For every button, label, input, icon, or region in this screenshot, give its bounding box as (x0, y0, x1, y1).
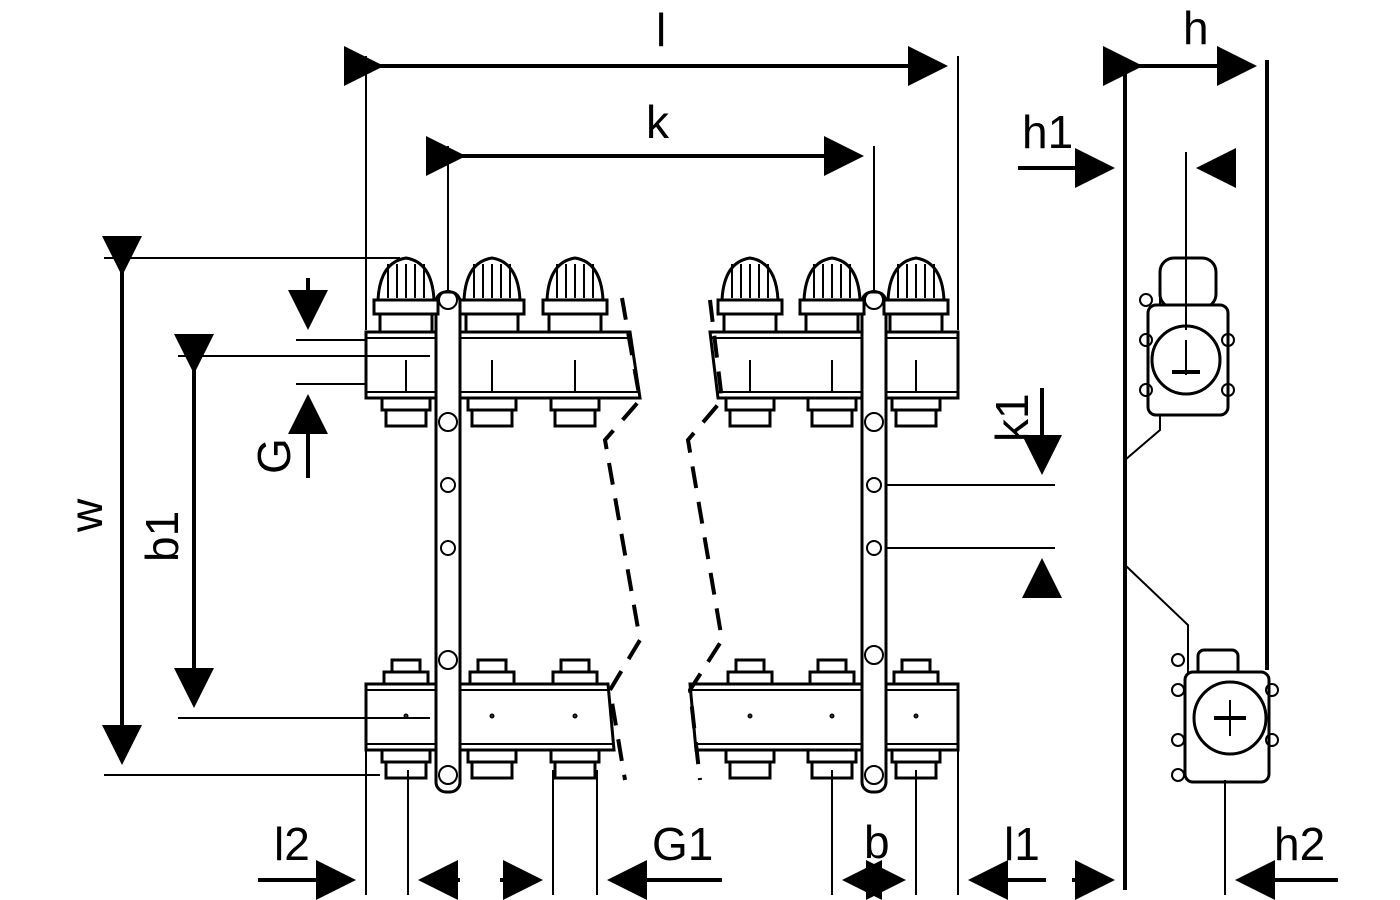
label-G1: G1 (652, 818, 713, 870)
lower-connector (892, 658, 940, 686)
dimension-lines (102, 46, 1338, 900)
right-bracket (860, 290, 888, 794)
lower-connector (726, 658, 774, 686)
lower-connector (382, 658, 430, 686)
lower-outlet (380, 713, 432, 780)
side-upper-valve (1139, 256, 1235, 417)
label-h2: h2 (1274, 818, 1325, 870)
label-l1: l1 (1004, 818, 1040, 870)
dimension-labels: l k h h1 h2 w b1 G k1 l2 G1 b l1 (60, 2, 1325, 870)
upper-bar-right (708, 330, 960, 400)
left-bracket (434, 290, 462, 794)
lower-connector (551, 658, 599, 686)
valve-cap (541, 256, 609, 334)
lower-connector (808, 658, 856, 686)
valve-caps (372, 256, 950, 428)
front-view (364, 256, 960, 794)
side-view (1123, 60, 1279, 890)
label-w: w (60, 498, 112, 533)
label-k: k (646, 96, 670, 148)
label-h1: h1 (1022, 106, 1073, 158)
label-l2: l2 (274, 818, 310, 870)
valve-cap (716, 256, 784, 334)
lower-connector (468, 658, 516, 686)
label-l: l (656, 4, 666, 56)
lower-outlet (549, 713, 601, 780)
lower-fittings (380, 658, 942, 780)
lower-outlet (724, 713, 776, 780)
break-lines (602, 297, 725, 781)
upper-outlet (890, 360, 942, 428)
upper-outlet (724, 360, 776, 428)
upper-bar-left (364, 330, 642, 400)
label-b1: b1 (136, 511, 188, 562)
valve-cap (458, 256, 526, 334)
label-b: b (864, 816, 890, 868)
valve-cap (882, 256, 950, 334)
lower-outlet (466, 713, 518, 780)
upper-outlet (380, 360, 432, 428)
upper-outlet (549, 360, 601, 428)
upper-outlet (466, 360, 518, 428)
valve-cap (798, 256, 866, 334)
label-k1: k1 (986, 393, 1038, 442)
label-h: h (1183, 2, 1209, 54)
upper-outlet (806, 360, 858, 428)
label-G: G (248, 438, 300, 474)
side-lower-valve (1171, 648, 1279, 784)
valve-cap (372, 256, 440, 334)
